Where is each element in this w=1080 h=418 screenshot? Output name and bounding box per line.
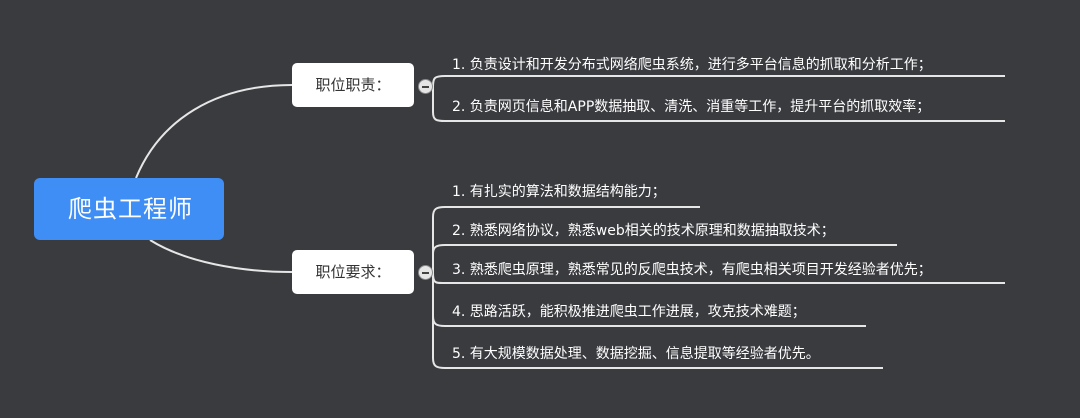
- connector-duties-item-1: [432, 75, 1005, 88]
- connector-duties-item-2: [432, 87, 1005, 122]
- duties-item-2[interactable]: 2. 负责网页信息和APP数据抽取、清洗、消重等工作，提升平台的抓取效率；: [452, 99, 931, 115]
- connector-requirements-item-5: [432, 273, 883, 369]
- branch-node-duties[interactable]: 职位职责：: [292, 63, 414, 107]
- root-node[interactable]: 爬虫工程师: [34, 178, 224, 240]
- minus-icon: [422, 271, 429, 274]
- requirements-item-4[interactable]: 4. 思路活跃，能积极推进爬虫工作进展，攻克技术难题；: [452, 304, 806, 320]
- collapse-toggle-duties[interactable]: [418, 79, 433, 94]
- requirements-item-5[interactable]: 5. 有大规模数据处理、数据挖掘、信息提取等经验者优先。: [452, 346, 820, 362]
- connector-requirements-item-1: [432, 206, 700, 273]
- requirements-item-3[interactable]: 3. 熟悉爬虫原理，熟悉常见的反爬虫技术，有爬虫相关项目开发经验者优先；: [452, 262, 932, 278]
- connector-root-to-requirements: [149, 239, 293, 273]
- requirements-item-1[interactable]: 1. 有扎实的算法和数据结构能力；: [452, 184, 666, 200]
- minus-icon: [422, 85, 429, 88]
- collapse-toggle-requirements[interactable]: [418, 265, 433, 280]
- requirements-item-2[interactable]: 2. 熟悉网络协议，熟悉web相关的技术原理和数据抽取技术；: [452, 223, 835, 239]
- duties-item-1[interactable]: 1. 负责设计和开发分布式网络爬虫系统，进行多平台信息的抓取和分析工作；: [452, 57, 932, 73]
- connector-requirements-item-2: [432, 244, 897, 273]
- branch-node-requirements[interactable]: 职位要求：: [292, 250, 414, 294]
- connector-root-to-duties: [135, 84, 293, 179]
